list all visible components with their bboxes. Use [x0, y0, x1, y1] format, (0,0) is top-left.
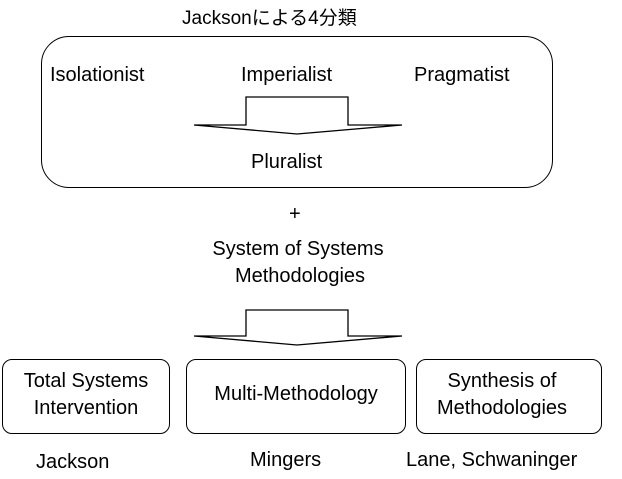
sosm-label-line2: Methodologies: [234, 265, 366, 287]
box3-line1: Synthesis of: [447, 370, 557, 392]
author-lane-schwaninger: Lane, Schwaninger: [406, 449, 578, 471]
synthesis-of-methodologies-box: [416, 359, 602, 434]
box3-line2: Methodologies: [436, 397, 568, 419]
classification-group-box: [41, 36, 553, 188]
box1-line2: Intervention: [33, 397, 139, 419]
sosm-label-line1: System of Systems: [212, 238, 384, 260]
box1-line1: Total Systems: [23, 370, 149, 392]
pragmatist-label: Pragmatist: [414, 64, 510, 86]
diagram-title: Jacksonによる4分類: [182, 8, 357, 29]
author-jackson: Jackson: [36, 451, 110, 473]
plus-sign: +: [289, 203, 301, 225]
author-mingers: Mingers: [250, 449, 322, 471]
imperialist-label: Imperialist: [241, 64, 333, 86]
multi-methodology-box: [186, 359, 406, 434]
box2-line1: Multi-Methodology: [214, 383, 378, 405]
pluralist-label: Pluralist: [251, 151, 323, 173]
isolationist-label: Isolationist: [50, 64, 145, 86]
total-systems-intervention-box: [2, 359, 170, 434]
